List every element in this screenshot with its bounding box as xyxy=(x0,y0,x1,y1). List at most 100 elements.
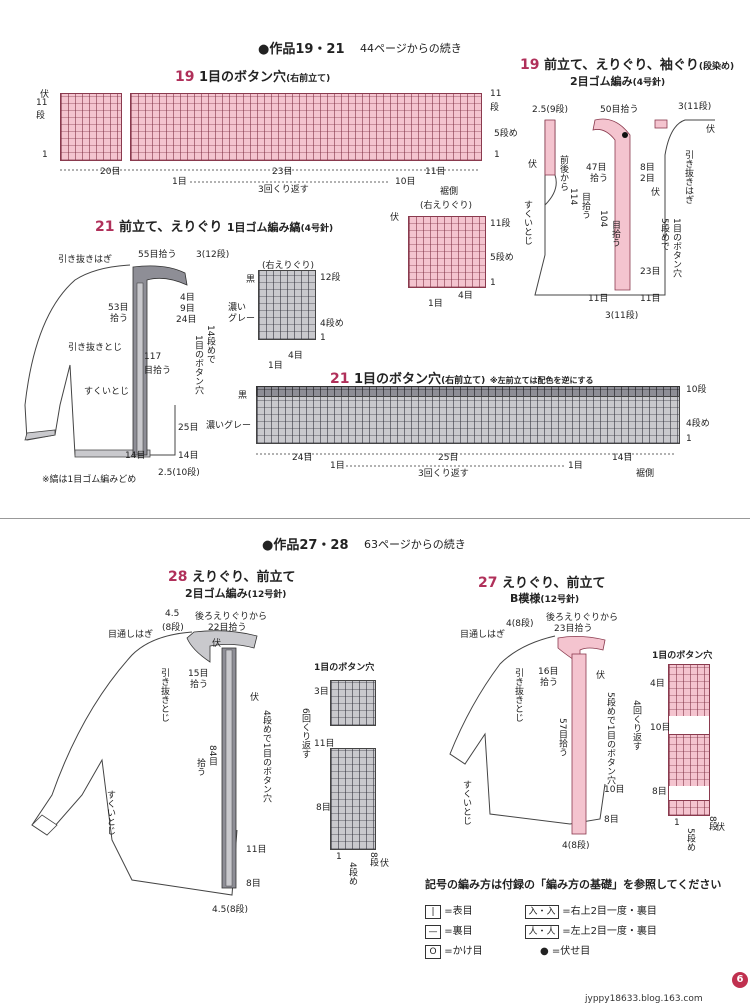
d21-collar-label-5: 1 xyxy=(320,333,326,343)
d19-left-label-2: 段 xyxy=(36,111,46,121)
d28-label-11: 84目 xyxy=(207,745,217,766)
legend-item-yarn-over: O =かけ目 xyxy=(425,942,483,959)
d19-front-label-2: 3(11段) xyxy=(678,102,712,112)
d19-collar-title: (右えりぐり) xyxy=(420,201,473,211)
d28-label-15: 8目 xyxy=(246,879,261,889)
d28-buttonhole-label-0: 3目 xyxy=(314,687,329,697)
d19-right-label-1: 段 xyxy=(490,103,500,113)
d21-front-schematic xyxy=(24,264,188,458)
d19-left-label-1: 11 xyxy=(36,98,48,108)
d27-label-8: 5段めで1目のボタン穴 xyxy=(605,692,615,785)
d28-label-5: 伏 xyxy=(212,639,222,649)
d19-bottom-label-5: 10目 xyxy=(395,177,416,187)
d27-label-12: 8目 xyxy=(604,815,619,825)
d19-front-label-10: 8目 xyxy=(640,163,655,173)
d27-buttonhole-label-7: 伏 xyxy=(716,823,726,833)
d21-front-label-1: 55目拾う xyxy=(138,250,177,260)
d21-buttonhole-label-9: 3回くり返す xyxy=(418,469,469,479)
d19-front-label-6: 114 xyxy=(568,188,578,206)
d19-chart-block-2 xyxy=(130,93,482,161)
d21-front-label-4: 拾う xyxy=(110,314,129,324)
d27-label-10: すくいとじ xyxy=(461,780,471,825)
d19-collar-label-2: 5段め xyxy=(490,253,514,263)
d27-subtitle: B模様(12号針) xyxy=(510,592,580,605)
section-title-bottom: ●作品27・28 xyxy=(262,538,349,553)
d21-buttonhole-label-1: 濃いグレー xyxy=(206,421,252,431)
d19-chart-block-1 xyxy=(60,93,122,161)
d28-buttonhole-chart-top xyxy=(330,680,376,726)
d28-label-2: 後ろえりぐりから xyxy=(195,612,268,622)
d28-buttonhole-label-2: 11目 xyxy=(314,739,335,749)
d27-buttonhole-gap-2 xyxy=(668,786,710,800)
d19-collar-label-1: 11段 xyxy=(490,219,511,229)
d27-label-0: 4(8段) xyxy=(506,619,534,629)
d27-buttonhole-title: 1目のボタン穴 xyxy=(652,651,713,661)
d27-buttonhole-gap-1 xyxy=(668,716,710,734)
bind-off-symbol-icon: ● xyxy=(540,946,549,957)
d28-subtitle: 2目ゴム編み(12号針) xyxy=(185,587,287,600)
d21-buttonhole-label-5: 24目 xyxy=(292,453,313,463)
section-title-top: ●作品19・21 xyxy=(258,42,345,57)
d28-label-16: 4.5(8段) xyxy=(212,905,249,915)
d21-buttonhole-label-2: 10段 xyxy=(686,385,707,395)
d21-buttonhole-chart xyxy=(256,396,680,444)
d19-bottom-label-1: 23目 xyxy=(272,167,293,177)
legend-item-left-decrease: 人・人 =左上2目一度・裏目 xyxy=(525,922,657,939)
d27-schematic xyxy=(449,635,606,835)
d19-right-label-0: 11 xyxy=(490,89,502,99)
d28-label-1: (8段) xyxy=(162,623,184,633)
d19-front-label-17: 5段めで xyxy=(659,218,669,251)
d21-front-label-3: 53目 xyxy=(108,303,129,313)
d21-front-label-16: 14目 xyxy=(178,451,199,461)
d27-buttonhole-label-6: 8段 xyxy=(707,816,717,831)
yarn-over-symbol-icon: O xyxy=(425,945,441,959)
d19-buttonhole-title: 19 1目のボタン穴(右前立て) xyxy=(175,69,331,85)
d21-front-label-8: すくいとじ xyxy=(84,387,130,397)
d27-label-6: 引き抜きとじ xyxy=(513,668,523,722)
d28-buttonhole-label-7: 伏 xyxy=(380,859,390,869)
d28-buttonhole-title: 1目のボタン穴 xyxy=(314,663,375,673)
d19-front-label-19: 23目 xyxy=(640,267,661,277)
d27-label-7: 伏 xyxy=(596,671,606,681)
d19-bottom-label-6: 裾側 xyxy=(440,187,459,197)
d21-front-label-5: 引き抜きとじ xyxy=(68,343,123,353)
d28-buttonhole-chart-bottom xyxy=(330,748,376,850)
d21-front-label-9: 4目 xyxy=(180,293,195,303)
d19-collar-chart xyxy=(408,216,486,288)
d28-title: 28 えりぐり、前立て xyxy=(168,569,296,585)
d27-buttonhole-label-1: 4回くり返す xyxy=(631,700,641,751)
d21-buttonhole-label-7: 14目 xyxy=(612,453,633,463)
d28-label-13: すくいとじ xyxy=(105,790,115,835)
d19-left-label-3: 1 xyxy=(42,150,48,160)
d19-bottom-label-3: 1目 xyxy=(172,177,187,187)
d19-front-label-20: 11目 xyxy=(588,294,609,304)
d28-label-10: 4段めで1目のボタン穴 xyxy=(261,710,271,803)
d19-bottom-label-2: 11目 xyxy=(425,167,446,177)
d19-front-label-12: 引き抜きはぎ xyxy=(683,150,693,204)
d21-collar-label-1: 濃い xyxy=(228,303,247,313)
section-continued-top: 44ページからの続き xyxy=(360,42,462,55)
d19-front-label-16: 目拾う xyxy=(610,220,620,247)
d19-front-label-7: 目拾う xyxy=(580,192,590,219)
d21-buttonhole-title: 21 1目のボタン穴(右前立て) ※左前立ては配色を逆にする xyxy=(330,371,594,387)
d27-buttonhole-chart-top xyxy=(668,664,710,718)
d19-right-label-2: 5段め xyxy=(494,129,518,139)
d21-buttonhole-label-10: 1目 xyxy=(568,461,583,471)
d28-label-9: 伏 xyxy=(250,693,260,703)
d27-title: 27 えりぐり、前立て xyxy=(478,575,606,591)
d27-buttonhole-label-3: 8目 xyxy=(652,787,667,797)
d27-label-4: 16目 xyxy=(538,667,559,677)
d27-label-1: 後ろえりぐりから xyxy=(546,613,619,623)
d19-bottom-label-0: 20目 xyxy=(100,167,121,177)
d21-front-footnote: ※縞は1目ゴム編みどめ xyxy=(42,475,137,485)
d21-buttonhole-label-3: 4段め xyxy=(686,419,710,429)
d21-front-label-7: 目拾う xyxy=(144,366,172,376)
d19-front-label-3: 伏 xyxy=(706,125,716,135)
d19-front-label-9: 拾う xyxy=(590,174,609,184)
d21-front-label-11: 24目 xyxy=(176,315,197,325)
d19-front-label-5: 前後から xyxy=(558,155,568,191)
d19-dimension-lines xyxy=(60,169,480,183)
d21-collar-label-3: 12段 xyxy=(320,273,341,283)
legend-title: 記号の編み方は付録の「編み方の基礎」を参照してください xyxy=(425,878,722,891)
d28-buttonhole-label-1: 6回くり返す xyxy=(300,708,310,759)
